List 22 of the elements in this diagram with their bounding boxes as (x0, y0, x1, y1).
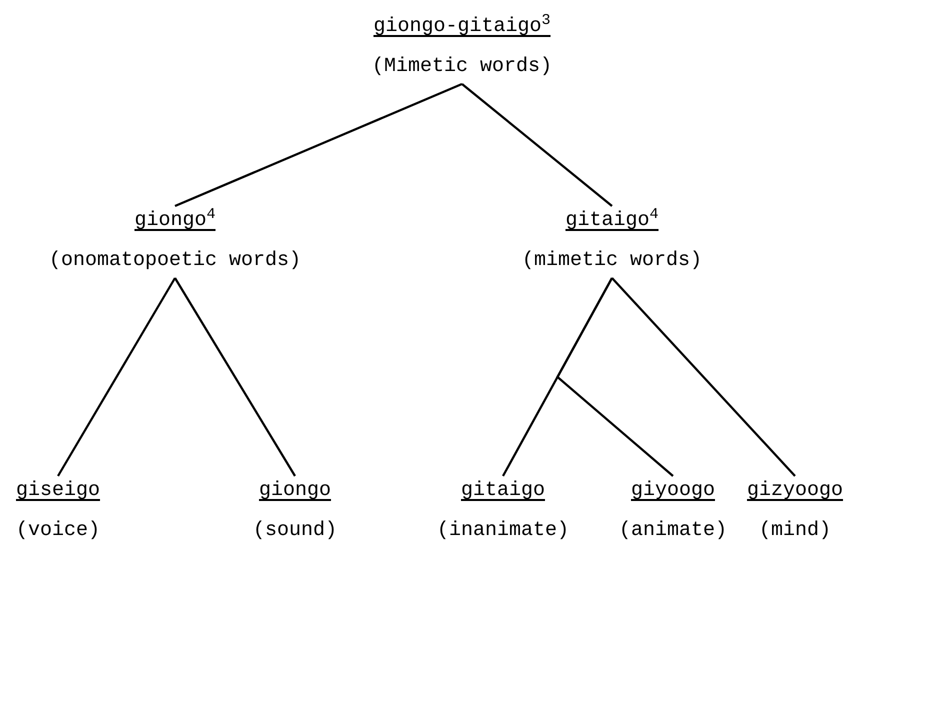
term-label: gizyoogo (747, 478, 843, 504)
term-label: giongo (259, 478, 331, 504)
gloss-label: (mind) (759, 518, 831, 544)
gloss-label: (mimetic words) (522, 248, 702, 274)
tree-line (556, 277, 674, 477)
term-label: giongo$^{4}$ (134, 208, 216, 234)
term-label: gitaigo$^{4}$ (565, 208, 659, 234)
tree-line (57, 277, 176, 477)
term-label: gitaigo (460, 478, 545, 504)
term-label: giongo-gitaigo$^{3}$ (373, 14, 551, 40)
tree-line (461, 83, 613, 207)
tree-line (174, 277, 296, 477)
term-label: giyoogo (630, 478, 715, 504)
gloss-label: (inanimate) (436, 518, 570, 544)
tree-line (174, 82, 462, 208)
gloss-label: (voice) (16, 518, 100, 544)
gloss-label: (onomatopoetic words) (48, 248, 302, 274)
gloss-label: (Mimetic words) (372, 54, 552, 80)
gloss-label: (animate) (618, 518, 728, 544)
gloss-label: (sound) (253, 518, 337, 544)
term-label: giseigo (16, 478, 100, 504)
tree-line (611, 277, 796, 477)
